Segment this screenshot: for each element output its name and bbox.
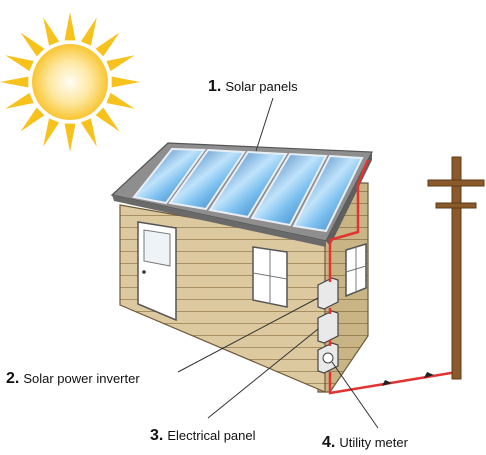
label-text: Solar panels <box>225 79 298 94</box>
sun-ray <box>106 55 135 72</box>
utility-pole <box>427 156 485 380</box>
sun-ray <box>95 32 120 57</box>
sun-ray <box>5 55 34 72</box>
label-electrical-panel: 3.Electrical panel <box>150 428 256 444</box>
sun-ray <box>64 12 76 41</box>
label-text: Solar power inverter <box>23 371 140 386</box>
side-window <box>345 242 367 298</box>
label-utility-meter: 4.Utility meter <box>322 435 408 451</box>
solar-panels <box>132 147 364 233</box>
utility-meter-box <box>317 342 339 374</box>
roof-edge <box>112 195 326 247</box>
sun-ray <box>43 118 60 147</box>
label-number: 2. <box>6 370 20 387</box>
label-solar-panels: 1.Solar panels <box>208 79 298 95</box>
sun-ray <box>64 123 76 152</box>
sun-ray <box>80 118 97 147</box>
sun-ray <box>20 107 45 132</box>
callout-lines <box>177 97 379 429</box>
sun-ray <box>0 76 29 88</box>
sun-ray <box>111 76 140 88</box>
label-text: Utility meter <box>339 435 408 450</box>
wiring <box>328 159 458 395</box>
sun-ray <box>43 17 60 46</box>
front-window <box>252 246 288 308</box>
label-number: 3. <box>150 427 164 444</box>
label-number: 1. <box>208 78 222 95</box>
door <box>137 221 177 322</box>
sun-ray <box>20 32 45 57</box>
current-arrows <box>382 372 434 386</box>
electrical-panel-box <box>317 310 339 344</box>
solar-inverter-box <box>317 277 339 310</box>
label-number: 4. <box>322 434 336 451</box>
sun-ray <box>106 92 135 109</box>
sun-icon <box>0 12 140 152</box>
label-text: Electrical panel <box>167 428 256 443</box>
sun-ray <box>95 107 120 132</box>
label-solar-power-inverter: 2.Solar power inverter <box>6 371 140 387</box>
sun-ray <box>80 17 97 46</box>
sun-ray <box>5 92 34 109</box>
